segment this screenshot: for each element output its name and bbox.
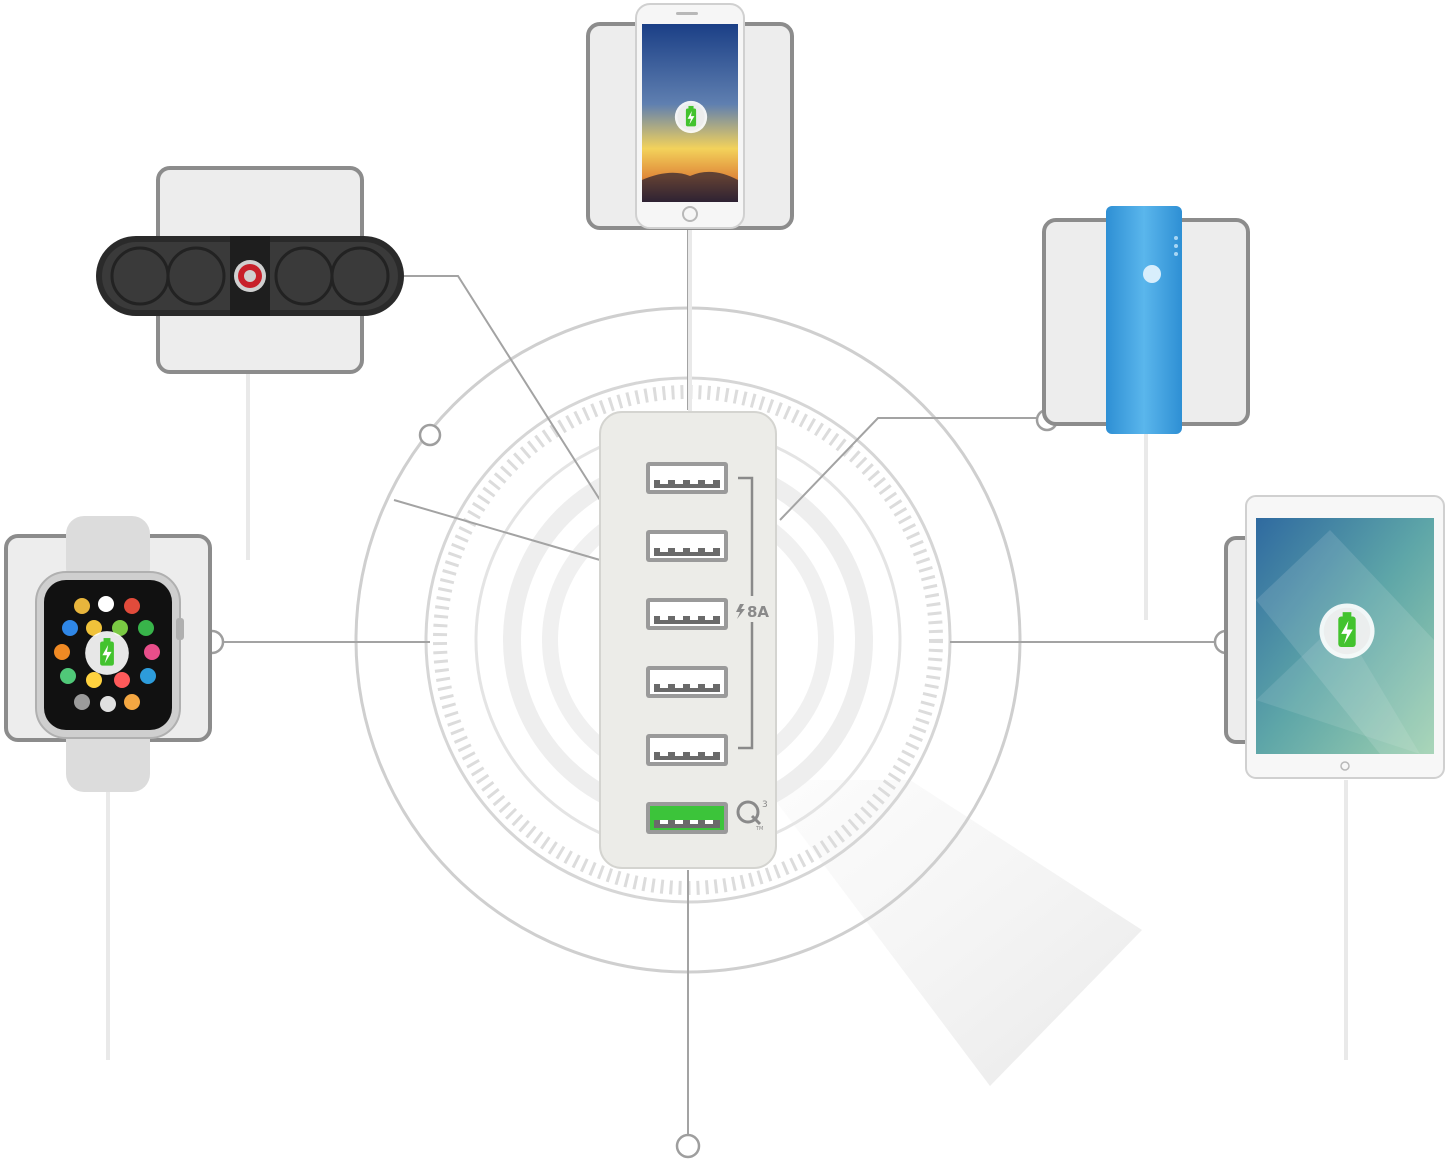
usb-port-quick-charge xyxy=(646,802,728,834)
lightning-icon xyxy=(736,604,745,619)
smartwatch-icon xyxy=(35,516,184,792)
quick-charge-icon: 3 TM xyxy=(736,800,768,832)
smartphone-icon xyxy=(635,3,745,229)
usb-port xyxy=(646,530,728,562)
phone-charging-icon xyxy=(674,100,708,134)
tablet-icon xyxy=(1245,495,1445,779)
pill-speaker-icon xyxy=(96,236,404,316)
total-current-label: 8A xyxy=(747,603,769,621)
usb-charging-hub: 8A 3 TM xyxy=(599,411,777,869)
hub-body xyxy=(599,411,777,869)
trademark-mark: TM xyxy=(755,826,763,832)
watch-charging-icon xyxy=(85,631,129,675)
light-beam xyxy=(760,780,1142,1086)
usb-ports xyxy=(646,462,728,834)
usb-port xyxy=(646,666,728,698)
usb-port xyxy=(646,598,728,630)
tablet-charging-icon xyxy=(1319,603,1375,659)
usb-port xyxy=(646,734,728,766)
watch-app-icons xyxy=(54,596,160,712)
quick-charge-version: 3 xyxy=(762,800,768,810)
usb-port xyxy=(646,462,728,494)
power-bank-icon xyxy=(1106,206,1182,434)
